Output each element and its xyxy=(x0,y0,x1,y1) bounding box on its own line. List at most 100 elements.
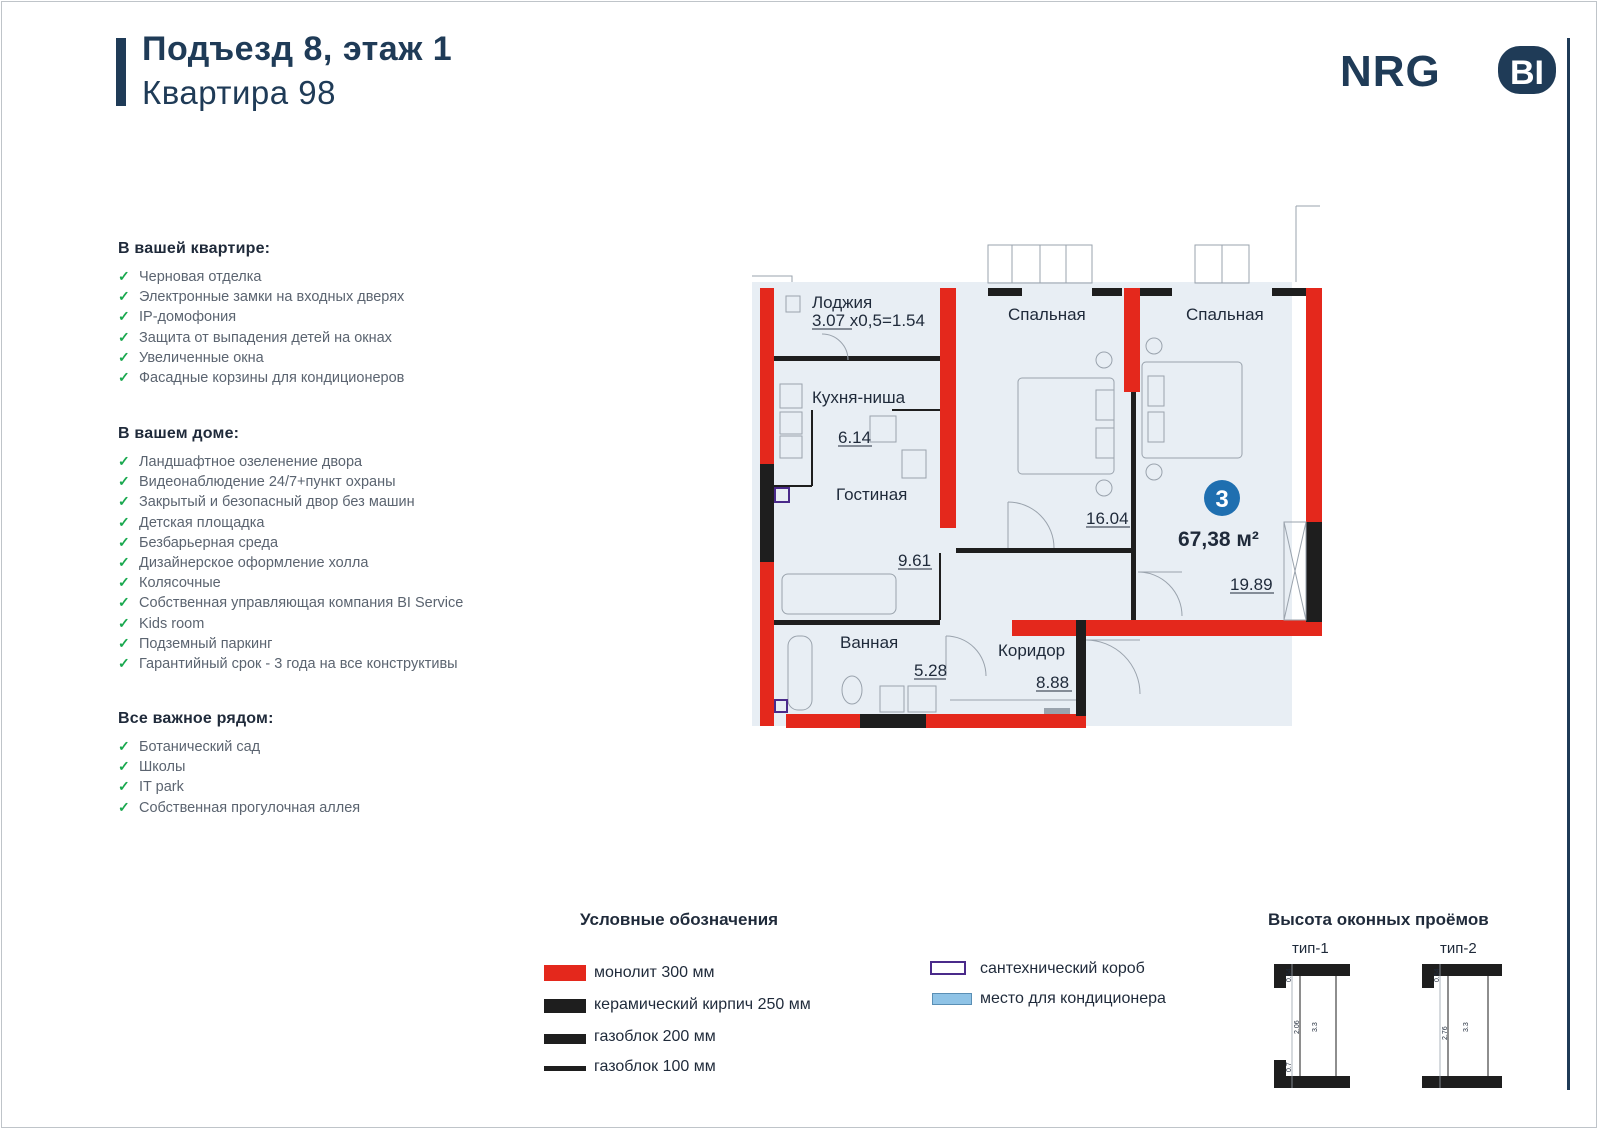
door-swings xyxy=(821,333,1183,695)
window-heights-title: Высота оконных проёмов xyxy=(1268,910,1489,929)
rooms-count-badge xyxy=(1204,480,1240,516)
check-icon: ✓ xyxy=(118,738,130,754)
check-icon: ✓ xyxy=(118,594,130,611)
check-icon: ✓ xyxy=(118,348,130,365)
window-racks xyxy=(752,205,1320,284)
list-item: ✓Ботанический сад xyxy=(118,738,261,755)
list-item: ✓Электронные замки на входных дверях xyxy=(118,288,405,306)
list-item: ✓Фасадные корзины для кондиционеров xyxy=(118,368,405,386)
building-features: В вашем доме: ✓Ландшафтное озеленение дв… xyxy=(118,425,548,673)
furniture xyxy=(779,295,1307,713)
check-icon: ✓ xyxy=(118,288,130,305)
list-item: ✓Детская площадка xyxy=(118,513,265,531)
logo-bi-text: BI xyxy=(1510,54,1544,92)
room-name-living: Гостиная xyxy=(836,485,907,504)
check-icon: ✓ xyxy=(118,368,130,385)
page-subtitle: Квартира 98 xyxy=(142,74,336,111)
legend-swatch-gasblock-200 xyxy=(544,1034,586,1044)
legend-label: сантехнический короб xyxy=(980,960,1145,977)
window-type-label: тип-2 xyxy=(1440,940,1477,957)
check-icon: ✓ xyxy=(118,493,130,510)
legend-label: керамический кирпич 250 мм xyxy=(594,996,811,1013)
dim-label: 2.76 xyxy=(1442,1026,1449,1040)
list-item: ✓Гарантийный срок - 3 года на все констр… xyxy=(118,654,458,672)
list-item: ✓Безбарьерная среда xyxy=(118,533,279,551)
window-type-label: тип-1 xyxy=(1292,940,1329,957)
list-item: ✓Колясочные xyxy=(118,574,221,592)
building-features-heading: В вашем доме: xyxy=(118,425,240,442)
vent-marker xyxy=(1044,708,1070,714)
list-item: ✓Видеонаблюдение 24/7+пункт охраны xyxy=(118,473,396,491)
list-item: ✓IT park xyxy=(118,778,184,796)
list-item: ✓Kids room xyxy=(118,614,205,632)
room-name-corridor: Коридор xyxy=(998,641,1065,660)
legend-swatch-gasblock-100 xyxy=(544,1066,586,1071)
list-item: ✓Школы xyxy=(118,758,186,776)
check-icon: ✓ xyxy=(118,513,130,530)
check-icon: ✓ xyxy=(118,308,130,325)
rooms-count: 3 xyxy=(1215,486,1228,513)
brick-walls xyxy=(760,288,1322,728)
dim-label: 0.54 xyxy=(1286,968,1293,982)
room-area-corridor: 8.88 xyxy=(1036,673,1069,692)
room-area-living: 9.61 xyxy=(898,551,931,570)
check-icon: ✓ xyxy=(118,473,130,490)
legend-swatch-ac xyxy=(932,993,972,1005)
nrg-bi-logo: NRG BI xyxy=(1340,46,1556,96)
right-divider xyxy=(1567,38,1570,1090)
duct-marker xyxy=(774,487,790,503)
room-area-kitchen: 6.14 xyxy=(838,428,871,447)
legend-label: газоблок 200 мм xyxy=(594,1028,716,1045)
list-item: ✓Собственная прогулочная аллея xyxy=(118,798,361,816)
check-icon: ✓ xyxy=(118,778,130,795)
check-icon: ✓ xyxy=(118,614,130,631)
legend-swatch-brick xyxy=(544,999,586,1013)
dim-label: 3.3 xyxy=(1463,1022,1470,1032)
check-icon: ✓ xyxy=(118,634,130,651)
check-icon: ✓ xyxy=(118,654,130,671)
legend-swatch-duct xyxy=(930,961,966,975)
check-icon: ✓ xyxy=(118,328,130,345)
list-item: ✓Собственная управляющая компания BI Ser… xyxy=(118,594,464,612)
check-icon: ✓ xyxy=(118,798,130,815)
room-name-loggia: Лоджия xyxy=(812,293,872,312)
legend-label: монолит 300 мм xyxy=(594,964,715,981)
page-title: Подъезд 8, этаж 1 xyxy=(142,30,453,68)
legend-title: Условные обозначения xyxy=(580,910,779,929)
check-icon: ✓ xyxy=(118,553,130,570)
window-diagrams: 0.54 2.06 0.7 3.3 0.54 2.76 3.3 xyxy=(1274,964,1502,1088)
dim-label: 3.3 xyxy=(1312,1022,1319,1032)
room-name-bedroom1: Спальная xyxy=(1008,305,1086,324)
check-icon: ✓ xyxy=(118,758,130,775)
legend-swatch-monolith xyxy=(544,965,586,981)
room-area-loggia: 3.07 x0,5=1.54 xyxy=(812,311,925,330)
room-name-bedroom2: Спальная xyxy=(1186,305,1264,324)
total-area: 67,38 м² xyxy=(1178,528,1259,551)
room-area-bedroom2: 19.89 xyxy=(1230,575,1273,594)
legend-label: место для кондиционера xyxy=(980,990,1166,1007)
floor-plan: Лоджия 3.07 x0,5=1.54 Кухня-ниша 6.14 Го… xyxy=(752,205,1322,728)
room-area-bathroom: 5.28 xyxy=(914,661,947,680)
list-item: ✓Ландшафтное озеленение двора xyxy=(118,453,363,470)
apartment-features-heading: В вашей квартире: xyxy=(118,240,271,257)
logo-nrg-text: NRG xyxy=(1340,47,1441,96)
list-item: ✓Закрытый и безопасный двор без машин xyxy=(118,493,415,511)
list-item: ✓Дизайнерское оформление холла xyxy=(118,553,369,571)
list-item: ✓IP-домофония xyxy=(118,308,237,326)
list-item: ✓Увеличенные окна xyxy=(118,348,264,366)
nearby-features-heading: Все важное рядом: xyxy=(118,710,274,727)
monolith-walls xyxy=(760,288,1322,728)
legend-label: газоблок 100 мм xyxy=(594,1058,716,1075)
room-area-bedroom1: 16.04 xyxy=(1086,509,1129,528)
dim-label: 0.7 xyxy=(1286,1062,1293,1072)
dim-label: 2.06 xyxy=(1294,1020,1301,1034)
check-icon: ✓ xyxy=(118,453,130,469)
nearby-features: Все важное рядом: ✓Ботанический сад ✓Шко… xyxy=(118,710,548,817)
room-name-bathroom: Ванная xyxy=(840,633,898,652)
dim-label: 0.54 xyxy=(1434,968,1441,982)
list-item: ✓Черновая отделка xyxy=(118,268,262,285)
title-accent-bar xyxy=(116,38,126,106)
check-icon: ✓ xyxy=(118,574,130,591)
list-item: ✓Подземный паркинг xyxy=(118,634,273,652)
